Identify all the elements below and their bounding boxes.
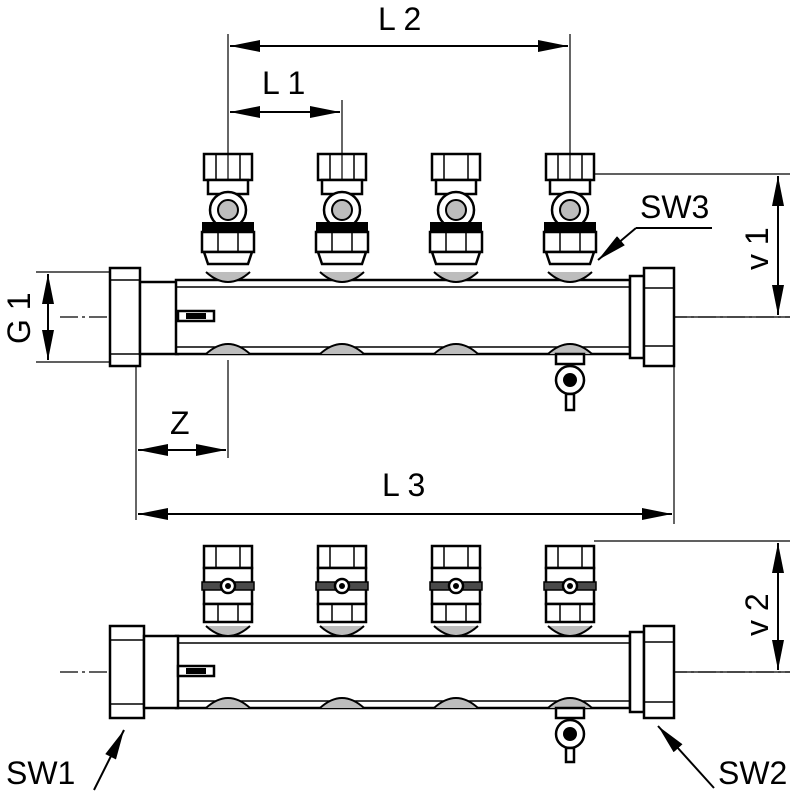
label-l1: L 1 <box>262 65 305 101</box>
label-l3: L 3 <box>382 467 425 503</box>
label-sw2: SW2 <box>718 755 787 791</box>
label-v1: v 1 <box>739 227 775 270</box>
upper-manifold <box>60 152 790 412</box>
label-z: Z <box>170 405 190 441</box>
label-g1: G 1 <box>1 292 37 344</box>
label-sw3: SW3 <box>640 189 709 225</box>
label-v2: v 2 <box>739 593 775 636</box>
label-l2: L 2 <box>378 1 421 37</box>
label-sw1: SW1 <box>6 755 75 791</box>
dimension-lines <box>36 34 790 791</box>
lower-manifold <box>60 544 790 764</box>
